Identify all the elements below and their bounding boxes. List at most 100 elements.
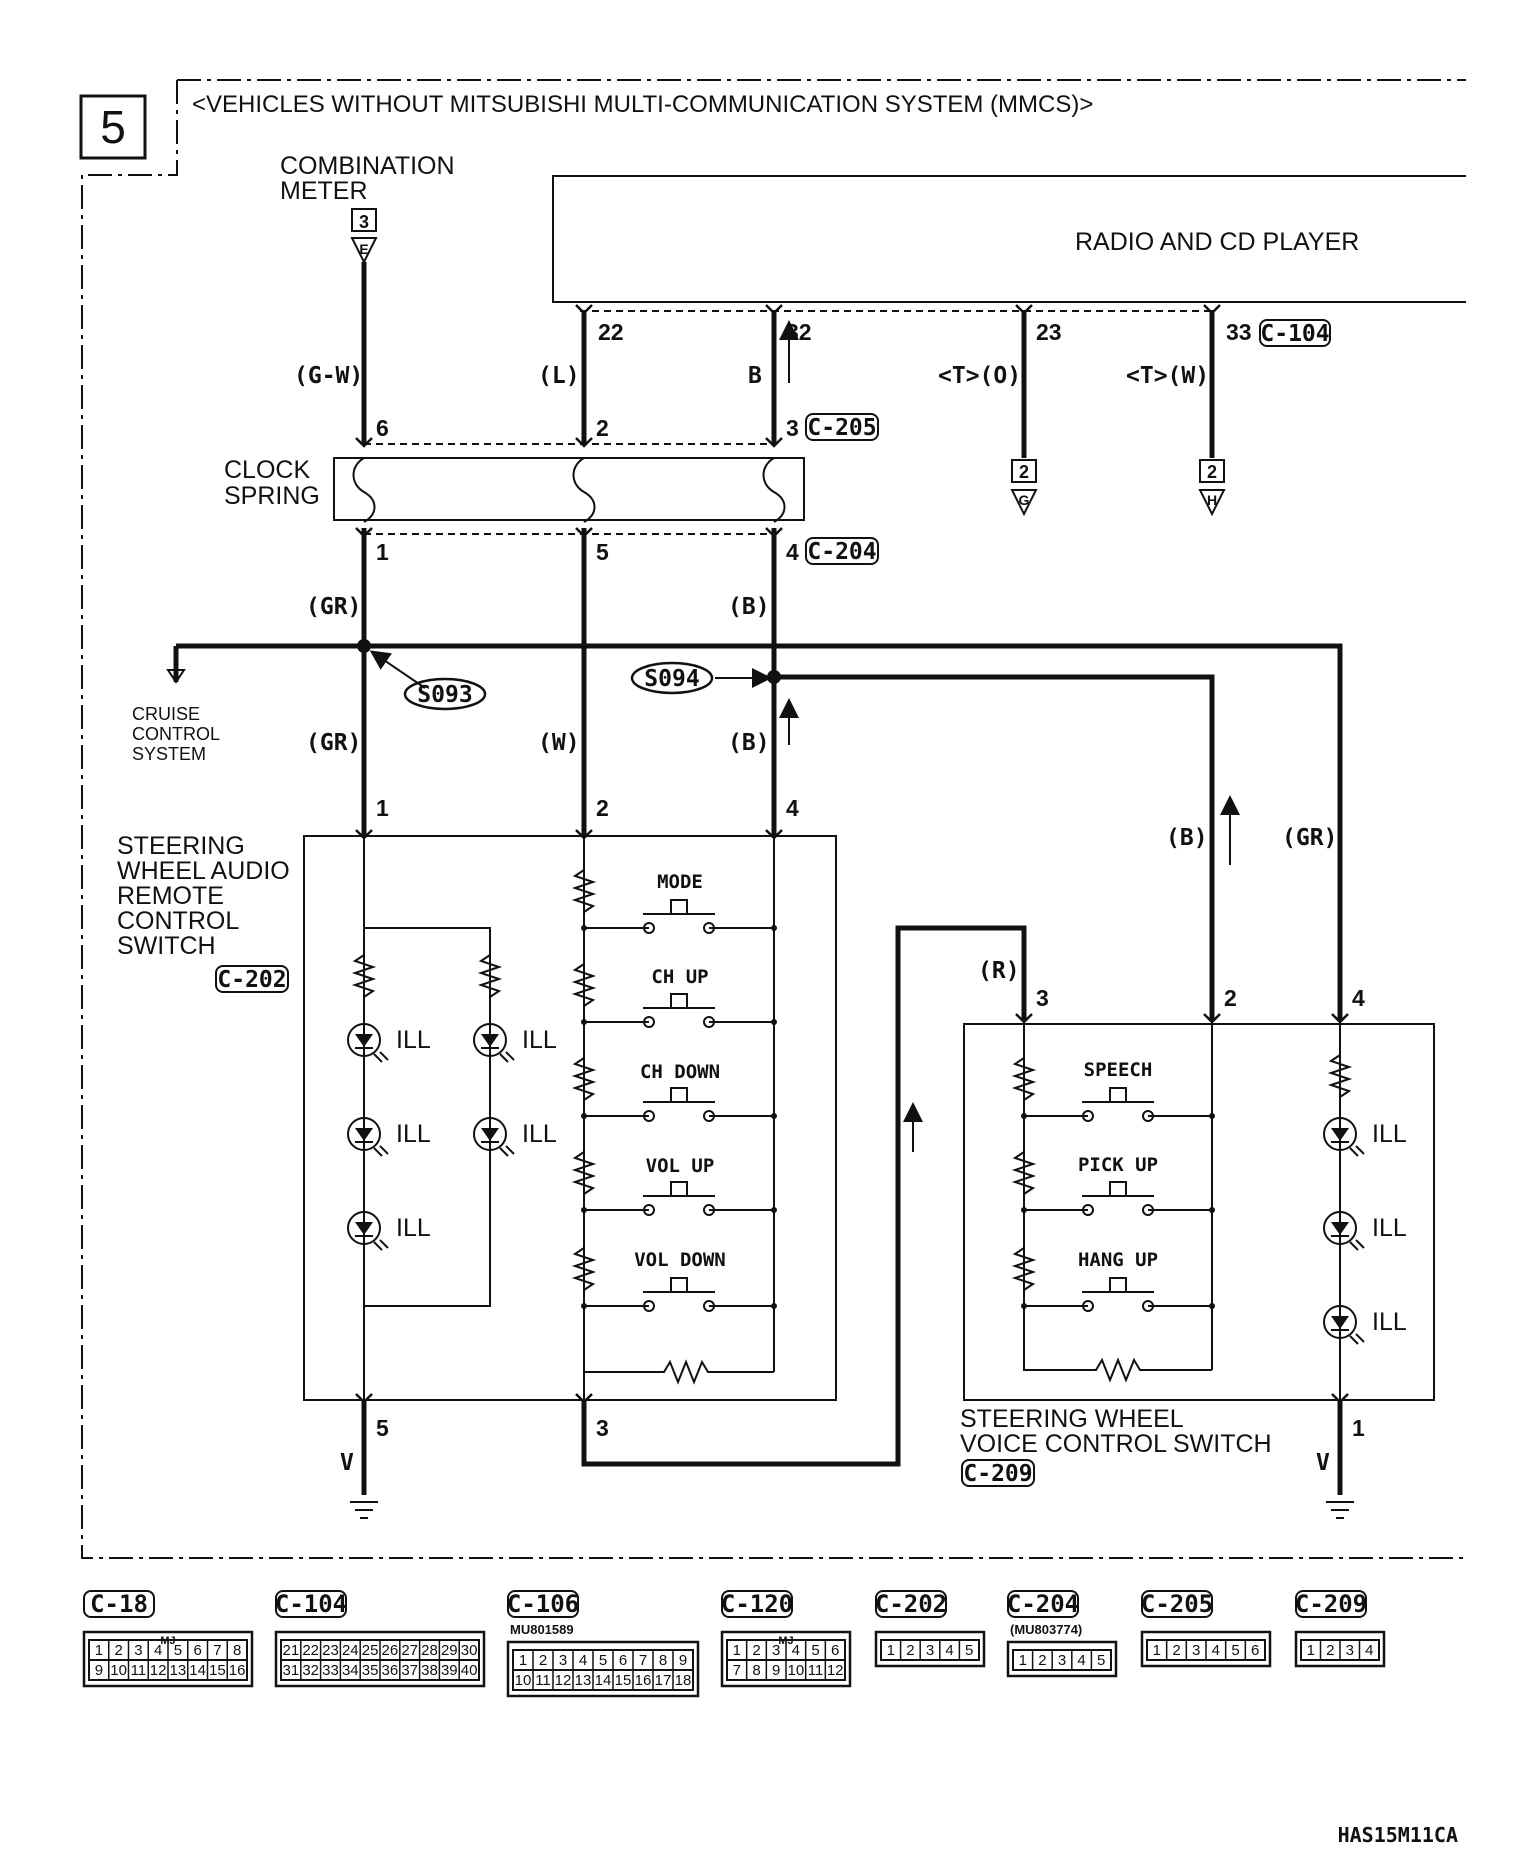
terminal-marks xyxy=(355,304,1349,1404)
audio-switch-contacts xyxy=(571,869,777,1312)
svg-text:23: 23 xyxy=(1036,319,1062,345)
connector-pin: 11 xyxy=(131,1662,147,1679)
connector-pin: 2 xyxy=(1038,1652,1046,1669)
connector-pin: 5 xyxy=(599,1652,607,1669)
audio-ill-leds xyxy=(347,1023,515,1251)
svg-text:H: H xyxy=(1207,492,1217,508)
connector-pin: 6 xyxy=(619,1652,627,1669)
splice-s093-dot xyxy=(357,639,371,653)
connector-pin: 12 xyxy=(150,1662,167,1679)
voice-control-switch: STEERING WHEEL VOICE CONTROL SWITCH xyxy=(960,1020,1435,1458)
connector-pin: 9 xyxy=(95,1662,103,1679)
svg-text:SYSTEM: SYSTEM xyxy=(132,744,206,764)
section-number-box xyxy=(79,94,147,160)
wire-gr-3: (GR) xyxy=(1282,825,1337,851)
connector-pin: 6 xyxy=(831,1642,839,1659)
clock-spring-label-2: SPRING xyxy=(224,482,320,510)
svg-text:5: 5 xyxy=(596,539,609,565)
connector-pin: 3 xyxy=(926,1642,934,1659)
voice-switch-contacts xyxy=(1011,1057,1215,1312)
voice-button-labels: SPEECH PICK UP HANG UP xyxy=(1078,1059,1158,1271)
connector-pin: 22 xyxy=(302,1642,319,1659)
svg-text:G: G xyxy=(1019,492,1030,508)
connector-pin: 1 xyxy=(1307,1642,1315,1659)
connector-pin: 34 xyxy=(342,1662,359,1679)
svg-text:22: 22 xyxy=(598,319,624,345)
svg-text:HANG UP: HANG UP xyxy=(1078,1249,1158,1271)
connector-pin: 11 xyxy=(808,1662,824,1679)
connector-pin: 5 xyxy=(174,1642,182,1659)
connector-pin: 2 xyxy=(114,1642,122,1659)
signal-arrows xyxy=(369,320,1240,1152)
svg-text:C-202: C-202 xyxy=(875,1590,947,1618)
connector-pin: 8 xyxy=(233,1642,241,1659)
splice-s093-label: S093 xyxy=(417,682,472,708)
svg-text:1: 1 xyxy=(376,539,389,565)
ground-ref-g: 2 G xyxy=(1010,459,1038,517)
connector-pin: 33 xyxy=(322,1662,339,1679)
connector-pin: 7 xyxy=(639,1652,647,1669)
wire-b-2: (B) xyxy=(728,730,770,756)
connector-pin: 40 xyxy=(461,1662,478,1679)
svg-text:REMOTE: REMOTE xyxy=(117,882,224,910)
svg-text:STEERING WHEEL: STEERING WHEEL xyxy=(960,1405,1184,1433)
page-frame: 5 <VEHICLES WITHOUT MITSUBISHI MULTI-COM… xyxy=(79,79,1466,1559)
svg-text:VOL DOWN: VOL DOWN xyxy=(634,1249,726,1271)
connector-pin: 17 xyxy=(655,1672,672,1689)
svg-text:C-120: C-120 xyxy=(721,1590,793,1618)
connector-pin: 8 xyxy=(752,1662,760,1679)
connector-pin: 36 xyxy=(382,1662,399,1679)
svg-text:WHEEL AUDIO: WHEEL AUDIO xyxy=(117,857,290,885)
svg-text:CH DOWN: CH DOWN xyxy=(640,1061,720,1083)
svg-text:STEERING: STEERING xyxy=(117,832,245,860)
connector-pin: 16 xyxy=(229,1662,246,1679)
connector-pin: 25 xyxy=(362,1642,379,1659)
connector-pin: 4 xyxy=(792,1642,800,1659)
wires xyxy=(173,262,1343,1495)
svg-text:ILL: ILL xyxy=(522,1120,557,1148)
wire-v-2: V xyxy=(1316,1450,1330,1476)
svg-text:4: 4 xyxy=(786,539,799,565)
wire-color-labels: (G-W) (L) B <T>(O) <T>(W) (GR) (B) (GR) … xyxy=(294,363,1337,1476)
wire-gr-2: (GR) xyxy=(306,730,361,756)
svg-text:1: 1 xyxy=(1352,1415,1365,1441)
splice-s094-label: S094 xyxy=(644,666,699,692)
connector-pin: 13 xyxy=(575,1672,592,1689)
svg-text:2: 2 xyxy=(1019,462,1029,482)
connector-pin: 4 xyxy=(579,1652,587,1669)
cruise-control-label: CRUISE CONTROL SYSTEM xyxy=(132,704,220,764)
connector-pin: 4 xyxy=(1365,1642,1373,1659)
wire-b-plain: B xyxy=(748,363,762,389)
connector-pin: 23 xyxy=(322,1642,339,1659)
svg-text:VOICE CONTROL SWITCH: VOICE CONTROL SWITCH xyxy=(960,1430,1272,1458)
connector-pin: 2 xyxy=(752,1642,760,1659)
combination-meter: COMBINATION METER 3 E xyxy=(280,152,455,265)
wire-r: (R) xyxy=(978,958,1020,984)
splice-s094-dot xyxy=(767,670,781,684)
connector-pin: 10 xyxy=(787,1662,804,1679)
ill-labels: ILL ILL ILL ILL ILL ILL ILL ILL xyxy=(396,1026,1407,1336)
svg-text:2: 2 xyxy=(596,415,609,441)
connector-pin: 6 xyxy=(193,1642,201,1659)
pin-labels: 22 32 23 33 6 2 3 1 5 4 1 2 4 5 3 3 2 4 … xyxy=(376,319,1365,1441)
svg-text:CONTROL: CONTROL xyxy=(117,907,239,935)
clock-spring-label-1: CLOCK xyxy=(224,456,310,484)
svg-text:5: 5 xyxy=(376,1415,389,1441)
connector-pin: 3 xyxy=(134,1642,142,1659)
connector-pin: 2 xyxy=(906,1642,914,1659)
connector-pin: 14 xyxy=(189,1662,206,1679)
connector-pin: 35 xyxy=(362,1662,379,1679)
connector-pin: 1 xyxy=(519,1652,527,1669)
wire-v-1: V xyxy=(340,1450,354,1476)
svg-text:2: 2 xyxy=(596,795,609,821)
meter-ref-letter: E xyxy=(359,241,368,257)
svg-text:CRUISE: CRUISE xyxy=(132,704,200,724)
connector-pin: 5 xyxy=(1097,1652,1105,1669)
connector-pin: 24 xyxy=(342,1642,359,1659)
connector-pin: 15 xyxy=(615,1672,632,1689)
wire-w: (W) xyxy=(538,730,580,756)
connector-pin: 27 xyxy=(401,1642,418,1659)
